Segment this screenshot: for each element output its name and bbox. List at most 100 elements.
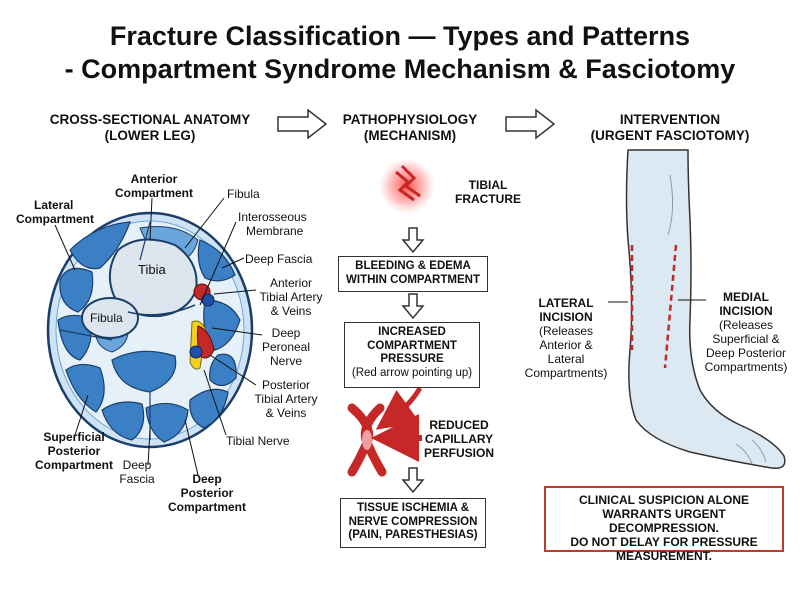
label-line: Peroneal <box>261 340 311 354</box>
step-bleeding-edema: BLEEDING & EDEMA WITHIN COMPARTMENT <box>338 256 488 292</box>
section-header-line: INTERVENTION <box>619 112 721 127</box>
box-note: (Red arrow pointing up) <box>351 366 473 379</box>
label-superficial-posterior-compartment: Superficial Posterior Compartment <box>20 430 128 472</box>
label-line: Compartments) <box>524 366 608 380</box>
label-line: TIBIAL <box>468 178 508 192</box>
label-anterior-tibial-artery: Anterior Tibial Artery & Veins <box>256 276 326 318</box>
down-arrow-icon <box>401 467 425 494</box>
label-line: Posterior <box>261 378 311 392</box>
warning-line: CLINICAL SUSPICION ALONE <box>578 493 749 507</box>
label-line: Compartment <box>34 458 113 472</box>
label-line: INCISION <box>539 310 593 324</box>
label-line: Tibial Artery <box>259 290 323 304</box>
label-deep-posterior-compartment: Deep Posterior Compartment <box>162 472 252 514</box>
label-line: Fascia <box>119 472 155 486</box>
label-line: Anterior <box>269 276 313 290</box>
warning-line: MEASUREMENT. <box>615 549 712 563</box>
label-reduced-perfusion: REDUCED CAPILLARY PERFUSION <box>424 418 494 460</box>
label-line: Compartment <box>167 500 246 514</box>
label-posterior-tibial-artery: Posterior Tibial Artery & Veins <box>250 378 322 420</box>
label-line: Lateral <box>547 352 585 366</box>
label-fibula-bone: Fibula <box>90 311 123 325</box>
label-line: Superficial & <box>712 332 780 346</box>
label-line: Anterior <box>130 172 178 186</box>
label-line: Superficial <box>43 430 105 444</box>
box-line: INCREASED <box>378 326 446 338</box>
label-medial-incision: MEDIAL INCISION (Releases Superficial & … <box>702 290 790 374</box>
page-subtitle: - Compartment Syndrome Mechanism & Fasci… <box>64 54 736 84</box>
label-line: Lateral <box>34 198 74 212</box>
label-tibial-fracture: TIBIAL FRACTURE <box>448 178 528 206</box>
label-fibula: Fibula <box>227 187 260 201</box>
page-title: Fracture Classification — Types and Patt… <box>109 21 691 51</box>
label-deep-fascia-bottom: Deep Fascia <box>112 458 162 486</box>
warning-line: DO NOT DELAY FOR PRESSURE <box>570 535 758 549</box>
leg-illustration <box>608 149 786 469</box>
label-line: Compartment <box>114 186 193 200</box>
label-line: REDUCED <box>429 418 489 432</box>
section-header-line: PATHOPHYSIOLOGY <box>342 112 478 127</box>
step-increased-pressure: INCREASED COMPARTMENT PRESSURE (Red arro… <box>344 322 480 388</box>
section-header-anatomy: CROSS-SECTIONAL ANATOMY (LOWER LEG) <box>20 112 280 144</box>
label-line: CAPILLARY <box>424 432 494 446</box>
label-line: Anterior & <box>539 338 593 352</box>
label-deep-peroneal-nerve: Deep Peroneal Nerve <box>256 326 316 368</box>
compressed-vessel-icon <box>347 403 387 477</box>
step-tissue-ischemia: TISSUE ISCHEMIA & NERVE COMPRESSION (PAI… <box>340 498 486 548</box>
flow-arrow-right-2 <box>505 108 556 140</box>
section-header-mechanism: PATHOPHYSIOLOGY (MECHANISM) <box>325 112 495 144</box>
label-line: (Releases <box>718 318 774 332</box>
flow-arrow-right-1 <box>277 108 328 140</box>
label-line: Posterior <box>180 486 234 500</box>
label-line: Membrane <box>246 224 304 238</box>
label-line: MEDIAL <box>723 290 769 304</box>
label-tibial-nerve: Tibial Nerve <box>226 434 290 448</box>
section-header-line: (LOWER LEG) <box>104 128 196 143</box>
label-line: Compartments) <box>704 360 788 374</box>
box-line: WITHIN COMPARTMENT <box>346 273 480 286</box>
box-line: TISSUE ISCHEMIA & <box>356 502 470 514</box>
section-header-line: (MECHANISM) <box>363 128 457 143</box>
label-line: & Veins <box>270 304 312 318</box>
label-line: (Releases <box>538 324 594 338</box>
label-line: Posterior <box>47 444 101 458</box>
label-line: Deep <box>192 472 222 486</box>
box-line: (PAIN, PARESTHESIAS) <box>348 529 478 541</box>
label-line: Nerve <box>269 354 302 368</box>
box-line: COMPARTMENT <box>367 339 457 352</box>
label-line: Deep Posterior <box>705 346 787 360</box>
label-tibia-bone: Tibia <box>138 262 166 277</box>
section-header-line: CROSS-SECTIONAL ANATOMY <box>49 112 251 127</box>
label-deep-fascia-top: Deep Fascia <box>245 252 313 266</box>
box-line: NERVE COMPRESSION <box>348 515 478 528</box>
anatomy-leader-lines <box>54 197 263 476</box>
label-lateral-compartment: Lateral Compartment <box>16 198 108 226</box>
leg-cross-section <box>46 211 254 449</box>
label-line: Deep <box>271 326 301 340</box>
label-line: Compartment <box>16 212 95 226</box>
label-line: FRACTURE <box>455 192 521 206</box>
label-line: Interosseous <box>238 210 307 224</box>
down-arrow-icon <box>401 293 425 320</box>
box-line: BLEEDING & EDEMA <box>355 260 471 272</box>
warning-line: WARRANTS URGENT DECOMPRESSION. <box>602 507 726 535</box>
label-line: Tibial Artery <box>254 392 318 406</box>
label-line: LATERAL <box>538 296 594 310</box>
down-arrow-icon <box>401 227 425 254</box>
label-line: INCISION <box>719 304 773 318</box>
label-anterior-compartment: Anterior Compartment <box>108 172 200 200</box>
label-line: & Veins <box>265 406 307 420</box>
clinical-warning-box: CLINICAL SUSPICION ALONE WARRANTS URGENT… <box>544 486 784 563</box>
flow-down-arrows <box>401 227 425 494</box>
section-header-intervention: INTERVENTION (URGENT FASCIOTOMY) <box>560 112 780 144</box>
label-line: Deep <box>122 458 152 472</box>
label-interosseous-membrane: Interosseous Membrane <box>238 210 307 238</box>
section-header-line: (URGENT FASCIOTOMY) <box>590 128 750 143</box>
medial-incision-line <box>663 244 678 369</box>
fracture-icon <box>379 158 435 214</box>
label-lateral-incision: LATERAL INCISION (Releases Anterior & La… <box>524 296 608 380</box>
red-curved-arrow-icon <box>375 386 423 430</box>
box-line: PRESSURE <box>380 353 444 365</box>
label-line: PERFUSION <box>424 446 495 460</box>
